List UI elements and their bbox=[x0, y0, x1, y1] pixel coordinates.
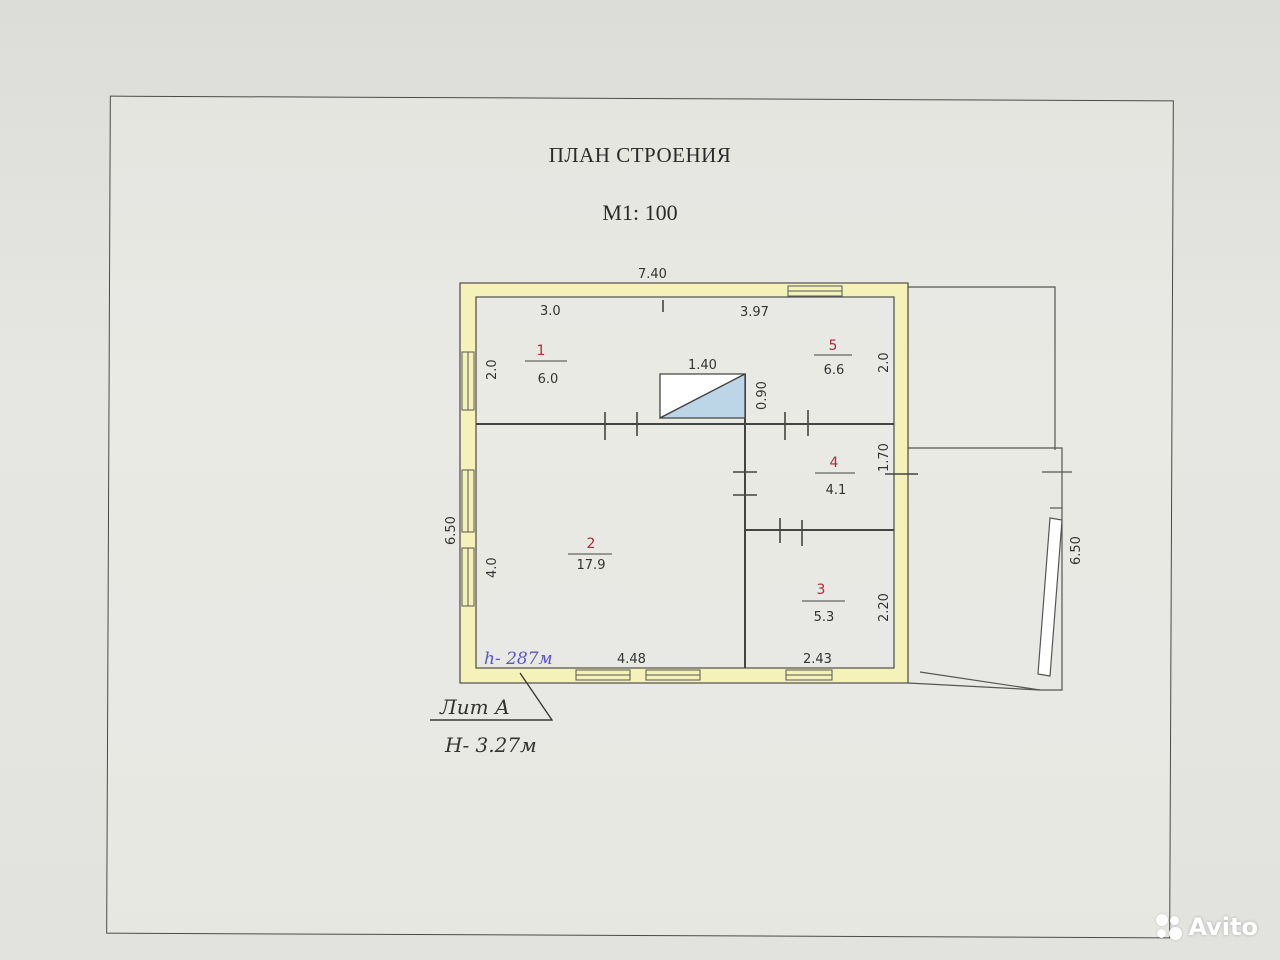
room-number: 4 bbox=[830, 455, 839, 471]
dim-bottom-left: 4.48 bbox=[617, 652, 646, 667]
room-4-label: 4 4.1 bbox=[815, 455, 855, 498]
room-area: 5.3 bbox=[814, 610, 835, 625]
room-1-label: 1 6.0 bbox=[525, 343, 567, 387]
outer-height-note: Н- 3.27м bbox=[444, 733, 537, 757]
dim-left-total: 6.50 bbox=[444, 516, 459, 545]
room-number: 1 bbox=[537, 343, 546, 359]
dim-annex: 6.50 bbox=[1069, 536, 1084, 565]
room-5-label: 5 6.6 bbox=[814, 338, 852, 378]
dim-left-room2: 4.0 bbox=[485, 557, 500, 578]
dim-left-small: 2.0 bbox=[485, 359, 500, 380]
dim-stair-vertical: 0.90 bbox=[755, 381, 770, 410]
watermark-text: Avito bbox=[1188, 913, 1258, 941]
dim-right-room3: 2.20 bbox=[877, 593, 892, 622]
dim-bottom-right: 2.43 bbox=[803, 652, 832, 667]
avito-logo-icon bbox=[1154, 912, 1184, 942]
room-area: 17.9 bbox=[577, 558, 606, 573]
dim-stair: 1.40 bbox=[688, 358, 717, 373]
windows bbox=[461, 285, 843, 681]
avito-watermark: Avito bbox=[1154, 912, 1258, 942]
liter-label: Лит А bbox=[439, 695, 510, 719]
plan-title: ПЛАН СТРОЕНИЯ bbox=[548, 143, 732, 167]
room-area: 6.6 bbox=[824, 363, 845, 378]
room-number: 5 bbox=[829, 338, 838, 354]
dim-top-left: 3.0 bbox=[540, 304, 561, 319]
plan-scale: М1: 100 bbox=[602, 200, 678, 225]
dim-top-total: 7.40 bbox=[638, 267, 667, 282]
room-2-label: 2 17.9 bbox=[568, 536, 612, 573]
dim-top-right: 3.97 bbox=[740, 305, 769, 320]
interior-walls bbox=[476, 374, 894, 668]
room-number: 2 bbox=[587, 536, 596, 552]
dim-right-room4: 1.70 bbox=[877, 443, 892, 472]
inner-height-note: h- 287м bbox=[484, 649, 553, 669]
door-marks bbox=[604, 300, 918, 546]
room-3-label: 3 5.3 bbox=[802, 582, 845, 625]
liter-triangle bbox=[430, 672, 554, 721]
room-area: 6.0 bbox=[538, 372, 559, 387]
room-area: 4.1 bbox=[826, 483, 847, 498]
dim-right-room5: 2.0 bbox=[877, 352, 892, 373]
stair bbox=[659, 372, 746, 420]
annex bbox=[907, 286, 1072, 691]
room-number: 3 bbox=[817, 582, 826, 598]
